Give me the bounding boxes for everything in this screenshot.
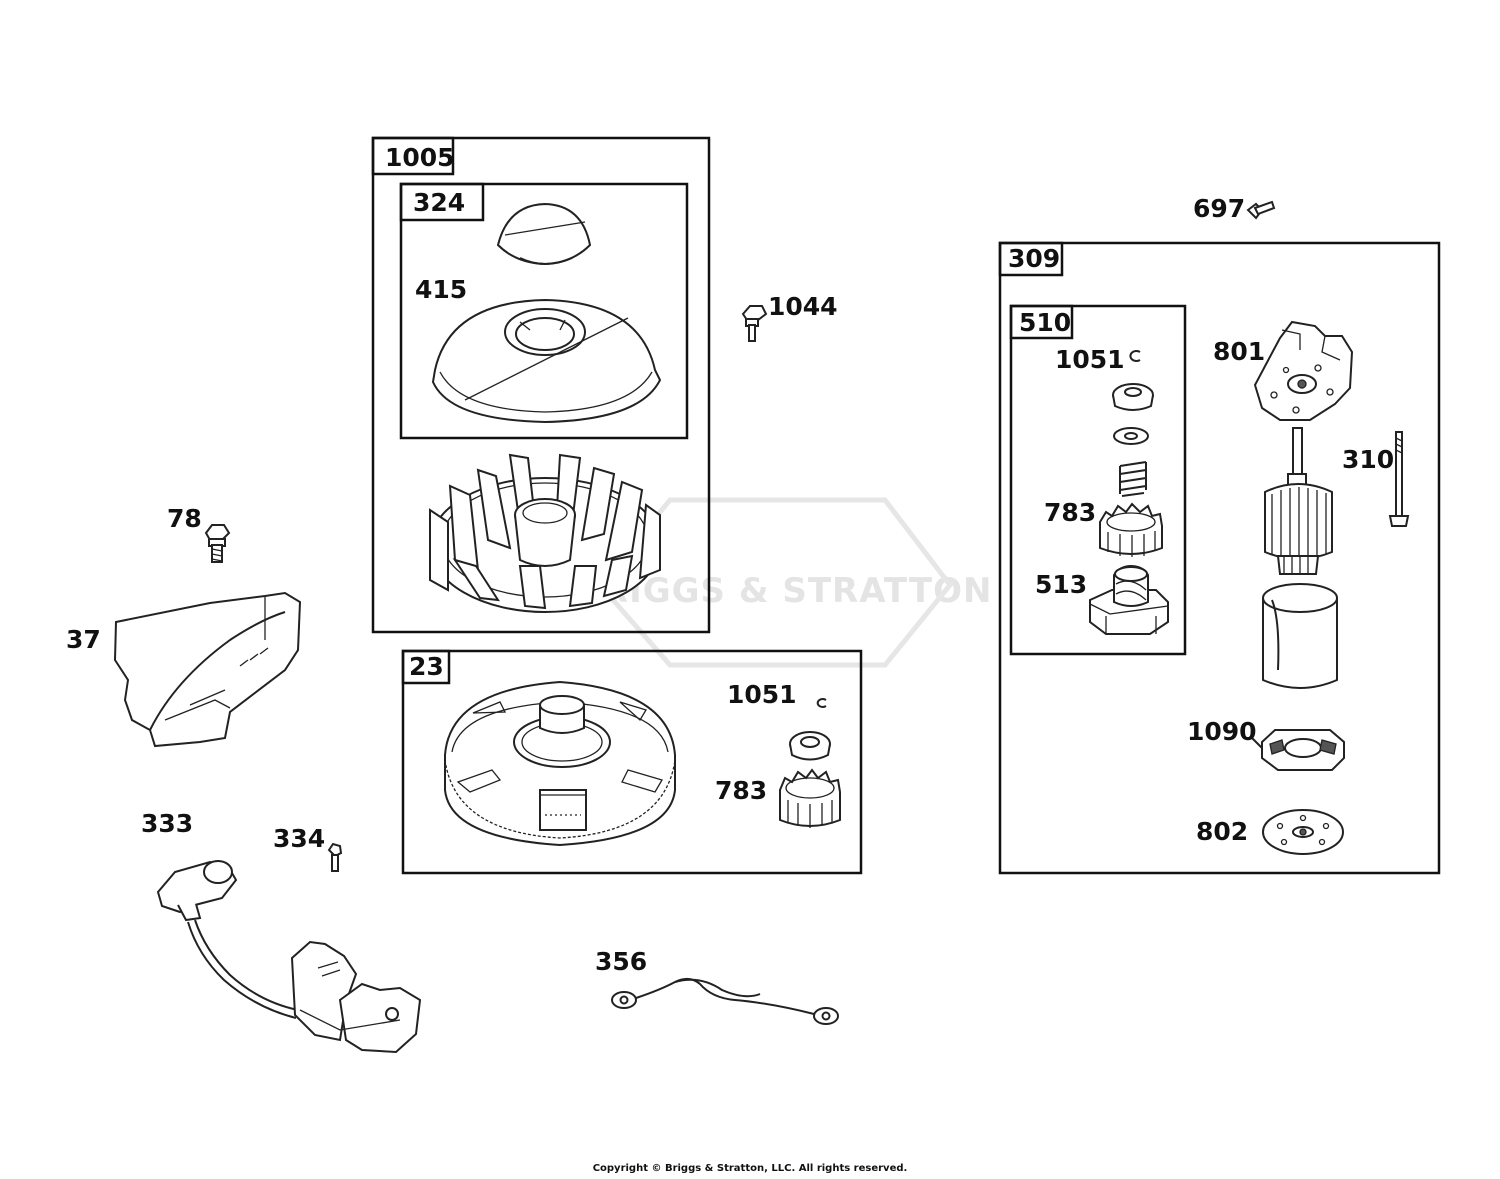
part-783-gear-a	[779, 768, 841, 828]
box-324-frame	[399, 182, 689, 440]
box-23-frame	[401, 649, 863, 875]
part-356-ground-wire	[611, 978, 839, 1025]
part-333-ignition-armature	[156, 860, 422, 1054]
part-label-783-a: 783	[715, 776, 768, 805]
part-697-bolt	[1246, 200, 1276, 220]
part-label-783-b: 783	[1044, 498, 1097, 527]
part-78-bolt	[204, 524, 231, 563]
watermark-shape	[596, 497, 954, 668]
part-label-802: 802	[1196, 817, 1249, 846]
part-label-513: 513	[1035, 570, 1088, 599]
part-334-bolt	[327, 842, 343, 872]
box-1005-frame	[371, 136, 711, 634]
box-label-309: 309	[1008, 244, 1061, 273]
part-collar-b	[1112, 383, 1154, 411]
box-label-1005: 1005	[385, 143, 455, 172]
part-1051-retainer-b	[1129, 350, 1141, 362]
box-label-324: 324	[413, 188, 466, 217]
part-802-end-plate	[1262, 809, 1344, 855]
part-1090-brush-holder	[1251, 729, 1345, 771]
box-309-frame	[998, 241, 1441, 875]
part-armature	[1264, 427, 1333, 575]
part-513-pinion	[1089, 564, 1169, 635]
part-spring	[1119, 461, 1147, 497]
part-label-310: 310	[1342, 445, 1395, 474]
part-783-gear-b	[1099, 502, 1163, 557]
part-37-shroud	[113, 591, 302, 748]
part-label-1051-b: 1051	[1055, 345, 1125, 374]
part-collar-a	[789, 731, 831, 761]
part-label-37: 37	[66, 625, 101, 654]
part-801-end-cap	[1253, 320, 1354, 421]
part-label-1051-a: 1051	[727, 680, 797, 709]
box-label-23: 23	[409, 652, 444, 681]
part-label-801: 801	[1213, 337, 1266, 366]
part-23-flywheel	[444, 680, 676, 847]
part-motor-housing	[1262, 583, 1338, 689]
part-label-356: 356	[595, 947, 648, 976]
part-label-1044: 1044	[768, 292, 838, 321]
part-washer	[1113, 427, 1149, 445]
part-label-333: 333	[141, 809, 194, 838]
part-label-78: 78	[167, 504, 202, 533]
box-label-510: 510	[1019, 308, 1072, 337]
part-label-1090: 1090	[1187, 717, 1257, 746]
part-label-697: 697	[1193, 194, 1246, 223]
copyright-notice: Copyright © Briggs & Stratton, LLC. All …	[592, 1163, 908, 1174]
part-324-cap	[496, 202, 592, 266]
part-label-334: 334	[273, 824, 326, 853]
part-label-415: 415	[415, 275, 468, 304]
part-415-blower-housing	[431, 298, 662, 424]
part-flywheel-fan	[429, 453, 661, 613]
part-310-through-bolt	[1388, 431, 1410, 527]
box-510-frame	[1009, 304, 1187, 656]
part-1044-bolt	[741, 305, 768, 342]
part-1051-retainer-a	[816, 698, 827, 708]
